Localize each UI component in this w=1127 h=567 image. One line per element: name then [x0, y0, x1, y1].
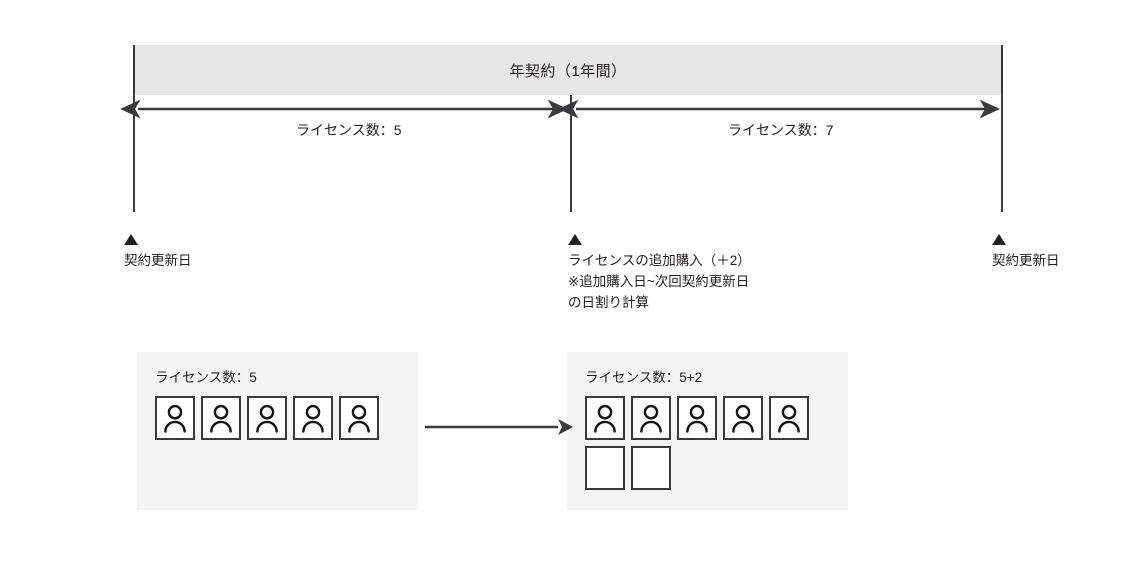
timeline-divider-start	[133, 45, 135, 212]
person-icon	[594, 404, 616, 433]
marker-label-line: ※追加購入日~次回契約更新日	[568, 274, 750, 289]
span-label-after: ライセンス数：7	[728, 122, 834, 138]
person-icon	[732, 404, 754, 433]
contract-period-banner: 年契約（1年間）	[134, 45, 1002, 95]
license-panel-title: ライセンス数：5+2	[585, 370, 703, 385]
contract-period-label: 年契約（1年間）	[509, 62, 627, 80]
marker-contract-renewal-end: 契約更新日	[992, 234, 1060, 271]
person-icon	[164, 404, 186, 433]
span-label-before: ライセンス数：5	[296, 122, 402, 138]
seat-grid-before	[155, 396, 405, 440]
person-icon	[686, 404, 708, 433]
person-icon	[256, 404, 278, 433]
seat-occupied	[293, 396, 333, 440]
up-triangle-marker-icon	[992, 234, 1006, 245]
marker-label-line: ライセンスの追加購入（＋2）	[568, 253, 751, 268]
seat-occupied	[631, 396, 671, 440]
person-icon	[640, 404, 662, 433]
person-icon	[778, 404, 800, 433]
marker-label-line: の日割り計算	[568, 295, 649, 310]
seat-occupied	[339, 396, 379, 440]
license-panel-after: ライセンス数：5+2	[567, 352, 848, 510]
right-arrow-icon	[425, 419, 573, 435]
marker-label-line: 契約更新日	[992, 253, 1060, 268]
timeline-divider-end	[1001, 45, 1003, 212]
person-icon	[210, 404, 232, 433]
seat-occupied	[677, 396, 717, 440]
seat-empty	[631, 446, 671, 490]
seat-occupied	[585, 396, 625, 440]
seat-grid-after	[585, 396, 835, 490]
seat-empty	[585, 446, 625, 490]
person-icon	[348, 404, 370, 433]
seat-occupied	[723, 396, 763, 440]
up-triangle-marker-icon	[568, 234, 582, 245]
license-panel-before: ライセンス数：5	[137, 352, 418, 510]
timeline-divider-middle	[570, 95, 572, 212]
marker-contract-renewal-start: 契約更新日	[124, 234, 192, 271]
marker-label-line: 契約更新日	[124, 253, 192, 268]
seat-occupied	[155, 396, 195, 440]
license-panel-title: ライセンス数：5	[155, 370, 257, 385]
marker-license-addition: ライセンスの追加購入（＋2） ※追加購入日~次回契約更新日 の日割り計算	[568, 234, 751, 313]
person-icon	[302, 404, 324, 433]
seat-occupied	[201, 396, 241, 440]
seat-occupied	[769, 396, 809, 440]
seat-occupied	[247, 396, 287, 440]
up-triangle-marker-icon	[124, 234, 138, 245]
